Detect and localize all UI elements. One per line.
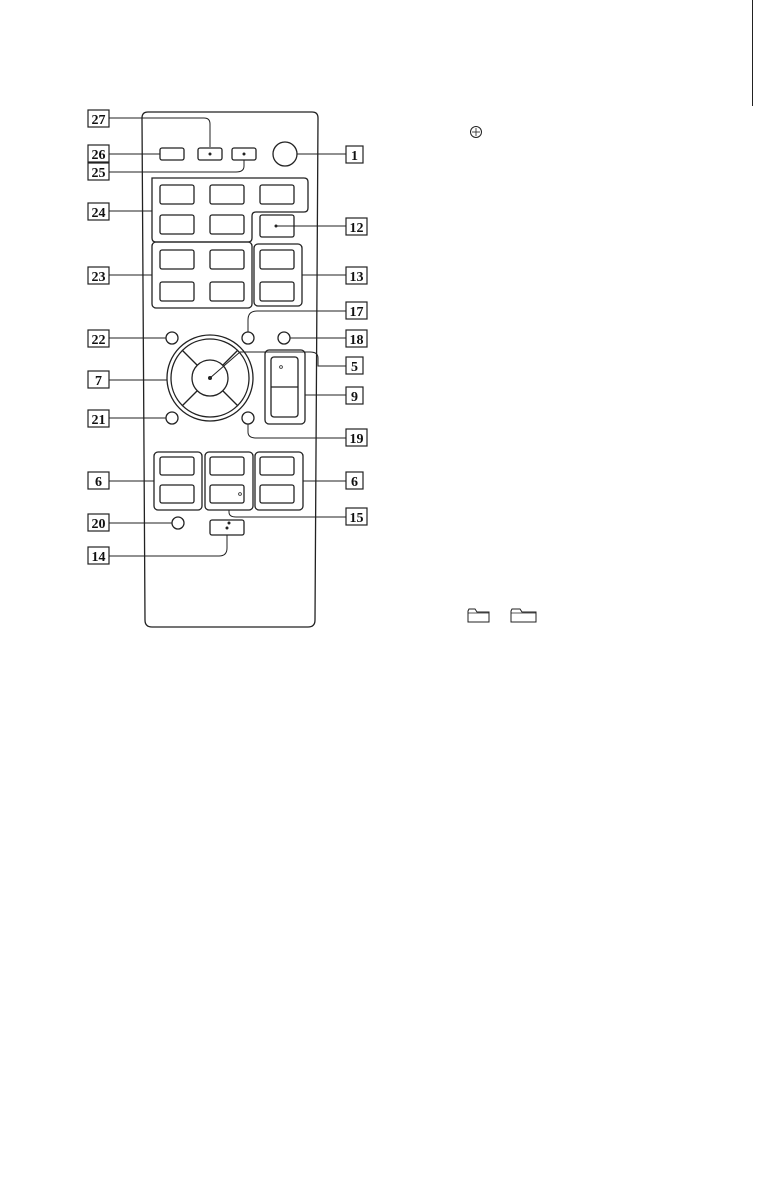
- button-19: [242, 412, 254, 424]
- button-13-1: [260, 250, 294, 269]
- button-23-1: [160, 250, 194, 269]
- power-symbol-icon: [469, 125, 483, 139]
- callout-6-left: 6: [95, 475, 102, 490]
- callout-19: 19: [350, 432, 364, 447]
- callout-15: 15: [350, 511, 364, 526]
- callout-7: 7: [95, 374, 102, 389]
- button-21: [166, 412, 178, 424]
- callout-24: 24: [92, 206, 106, 221]
- group-24-outline: [152, 178, 308, 242]
- group-15-outline: [205, 452, 253, 510]
- button-20: [172, 517, 184, 529]
- button-23-3: [160, 282, 194, 301]
- button-23-2: [210, 250, 244, 269]
- group-13-outline: [254, 244, 302, 306]
- button-6-l1: [160, 457, 194, 475]
- button-26: [160, 148, 184, 160]
- button-24-2: [210, 185, 244, 204]
- folder-plus-icon: [510, 608, 537, 623]
- button-24-3: [260, 185, 294, 204]
- callout-23: 23: [92, 270, 106, 285]
- callout-6-right: 6: [351, 475, 358, 490]
- callout-12: 12: [350, 221, 364, 236]
- button-17: [242, 332, 254, 344]
- button-13-2: [260, 282, 294, 301]
- callout-9: 9: [351, 390, 358, 405]
- callout-22: 22: [92, 333, 106, 348]
- callout-18: 18: [350, 333, 364, 348]
- callout-26: 26: [92, 148, 106, 163]
- group-6-right-outline: [255, 452, 303, 510]
- button-23-4: [210, 282, 244, 301]
- button-15-1: [210, 457, 244, 475]
- group-23-outline: [152, 242, 252, 308]
- callout-20: 20: [92, 517, 106, 532]
- callout-1: 1: [351, 149, 358, 164]
- button-24-5: [210, 215, 244, 234]
- callout-13: 13: [350, 270, 364, 285]
- button-6-r2: [260, 485, 294, 503]
- button-24-4: [160, 215, 194, 234]
- callout-21: 21: [92, 413, 106, 428]
- button-22: [166, 332, 178, 344]
- folder-minus-icon: [467, 608, 490, 623]
- callout-14: 14: [92, 550, 106, 565]
- button-18: [278, 332, 290, 344]
- power-button: [273, 142, 297, 166]
- button-24-1: [160, 185, 194, 204]
- button-6-l2: [160, 485, 194, 503]
- callout-25: 25: [92, 166, 106, 181]
- callout-27: 27: [92, 113, 106, 128]
- button-6-r1: [260, 457, 294, 475]
- callout-17: 17: [350, 305, 364, 320]
- callout-5: 5: [351, 360, 358, 375]
- group-6-left-outline: [154, 452, 202, 510]
